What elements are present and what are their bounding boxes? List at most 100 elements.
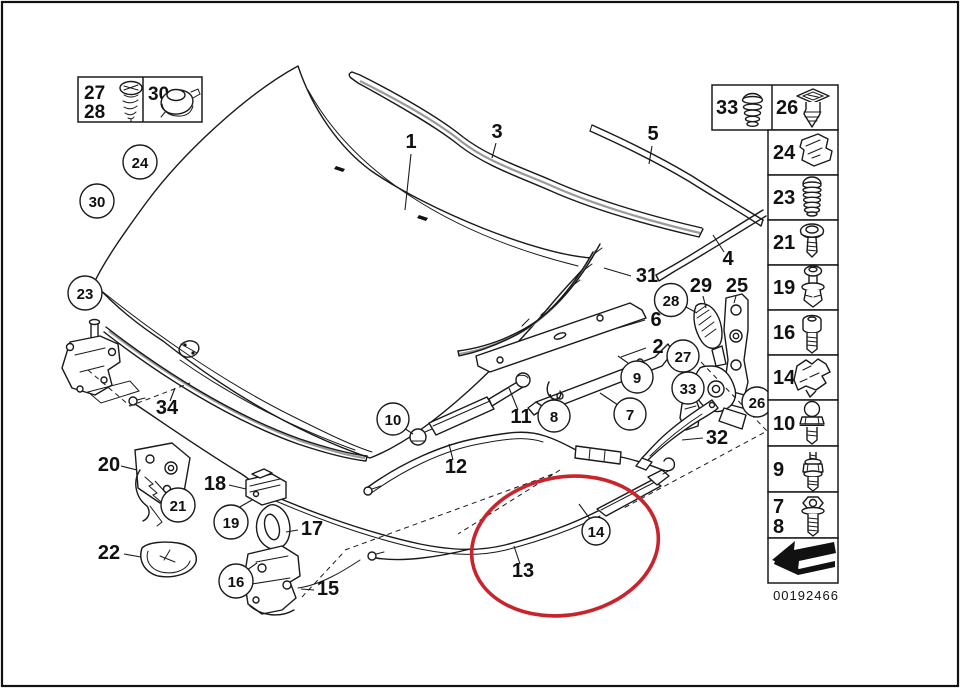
hood-grommet bbox=[178, 340, 200, 358]
callout-4: 4 bbox=[722, 248, 734, 270]
sidebar-number-8: 8 bbox=[773, 516, 784, 538]
hood-panel-drawing bbox=[93, 65, 593, 459]
callout-15: 15 bbox=[317, 578, 339, 600]
circled-callout-23: 23 bbox=[67, 275, 103, 311]
callout-12: 12 bbox=[445, 456, 467, 478]
threaded-buffer-icon bbox=[802, 176, 822, 217]
sidebar-number-14: 14 bbox=[773, 367, 796, 389]
callout-29: 29 bbox=[690, 275, 712, 297]
circled-callout-26: 26 bbox=[741, 386, 773, 418]
callout-11: 11 bbox=[510, 406, 531, 428]
fastener-sidebar: 33 26 24 23 bbox=[711, 84, 839, 603]
callout-13: 13 bbox=[512, 560, 534, 582]
sidebar-number-24: 24 bbox=[773, 142, 796, 164]
circled-callout-14: 14 bbox=[581, 516, 611, 546]
svg-text:14: 14 bbox=[588, 524, 605, 541]
hood-lock-15 bbox=[243, 545, 361, 616]
callout-22: 22 bbox=[98, 542, 120, 564]
svg-text:26: 26 bbox=[749, 395, 766, 412]
circled-callout-33: 33 bbox=[671, 371, 705, 405]
document-number: 00192466 bbox=[773, 588, 839, 603]
sidebar-number-19: 19 bbox=[773, 277, 795, 299]
sidebar-number-10: 10 bbox=[773, 413, 795, 435]
svg-text:33: 33 bbox=[680, 381, 697, 398]
ball-stud-icon bbox=[799, 400, 825, 445]
svg-text:27: 27 bbox=[675, 349, 692, 366]
cowl-seal-34 bbox=[103, 326, 368, 462]
highlight-ellipse bbox=[469, 474, 661, 618]
svg-text:30: 30 bbox=[89, 194, 106, 211]
legend-number-27: 27 bbox=[84, 83, 105, 104]
grommet-clip-icon bbox=[160, 88, 201, 118]
callout-18: 18 bbox=[204, 473, 226, 495]
callout-34: 34 bbox=[156, 397, 179, 419]
svg-text:19: 19 bbox=[223, 515, 240, 532]
callout-2: 2 bbox=[652, 336, 663, 358]
svg-text:8: 8 bbox=[550, 409, 558, 426]
callout-3: 3 bbox=[491, 121, 502, 143]
direction-arrow-icon bbox=[772, 541, 836, 575]
callout-5: 5 bbox=[647, 123, 658, 145]
plastic-clip-icon bbox=[793, 358, 831, 398]
rubber-buffer-icon bbox=[741, 92, 764, 127]
gas-strut bbox=[409, 372, 531, 446]
callout-20: 20 bbox=[98, 454, 120, 476]
callout-17: 17 bbox=[301, 518, 323, 540]
callout-6: 6 bbox=[650, 309, 661, 331]
sidebar-number-9: 9 bbox=[773, 459, 784, 481]
circled-callouts: 24 30 23 28 27 33 9 7 8 10 26 21 19 16 1… bbox=[67, 144, 773, 599]
assembly-dashed-line bbox=[621, 361, 768, 510]
legend-number-28: 28 bbox=[84, 102, 105, 123]
circled-callout-16: 16 bbox=[218, 563, 254, 599]
circled-callout-21: 21 bbox=[160, 487, 196, 523]
seal-strip-5 bbox=[589, 124, 764, 227]
cowl-strip-31 bbox=[457, 243, 603, 357]
hood-safety-catch-assembly bbox=[61, 318, 191, 407]
cheese-head-bolt-icon bbox=[802, 314, 822, 354]
callout-25: 25 bbox=[726, 275, 748, 297]
circled-callout-28: 28 bbox=[653, 282, 689, 318]
clamp-clip-icon bbox=[799, 133, 833, 167]
sidebar-number-16: 16 bbox=[773, 322, 795, 344]
circled-callout-8: 8 bbox=[537, 399, 571, 433]
hood-mark bbox=[334, 166, 345, 172]
circled-callout-27: 27 bbox=[666, 339, 700, 373]
sidebar-number-26: 26 bbox=[776, 97, 798, 119]
hinge-arm-6 bbox=[475, 302, 647, 373]
loop-17 bbox=[255, 504, 291, 550]
svg-text:16: 16 bbox=[228, 574, 245, 591]
cable-bracket-18 bbox=[245, 468, 287, 506]
legend-box: 27 28 30 bbox=[77, 76, 203, 123]
sidebar-number-21: 21 bbox=[773, 232, 795, 254]
plain-callouts: 1 3 5 4 31 29 25 6 2 11 12 13 34 20 22 1… bbox=[98, 121, 748, 600]
svg-text:9: 9 bbox=[633, 370, 641, 387]
leader-lines bbox=[120, 142, 737, 591]
sidebar-number-33: 33 bbox=[716, 97, 738, 119]
circled-callout-7: 7 bbox=[613, 397, 647, 431]
svg-text:28: 28 bbox=[663, 293, 680, 310]
sidebar-number-23: 23 bbox=[773, 187, 795, 209]
circled-callout-9: 9 bbox=[620, 360, 654, 394]
svg-text:7: 7 bbox=[626, 407, 634, 424]
phillips-screw-icon bbox=[119, 80, 143, 123]
expansion-pin-icon bbox=[801, 265, 825, 308]
hex-bolt-icon bbox=[801, 496, 825, 537]
callout-31: 31 bbox=[636, 265, 658, 287]
circled-callout-10: 10 bbox=[376, 402, 410, 436]
bowden-cable-13 bbox=[257, 468, 673, 561]
buffer-wedge-29 bbox=[693, 302, 723, 349]
svg-text:24: 24 bbox=[132, 155, 149, 172]
washer-screw-icon bbox=[799, 223, 825, 258]
trim-strip-4 bbox=[655, 209, 767, 282]
callout-1: 1 bbox=[405, 131, 416, 153]
support-arm-32 bbox=[635, 399, 719, 471]
seal-strip-3 bbox=[348, 71, 704, 238]
expansion-rivet-icon bbox=[796, 88, 830, 128]
circled-callout-30: 30 bbox=[79, 183, 115, 219]
svg-text:21: 21 bbox=[170, 498, 187, 515]
hood-mark bbox=[417, 215, 428, 221]
circled-callout-19: 19 bbox=[213, 504, 249, 540]
callout-32: 32 bbox=[706, 427, 728, 449]
